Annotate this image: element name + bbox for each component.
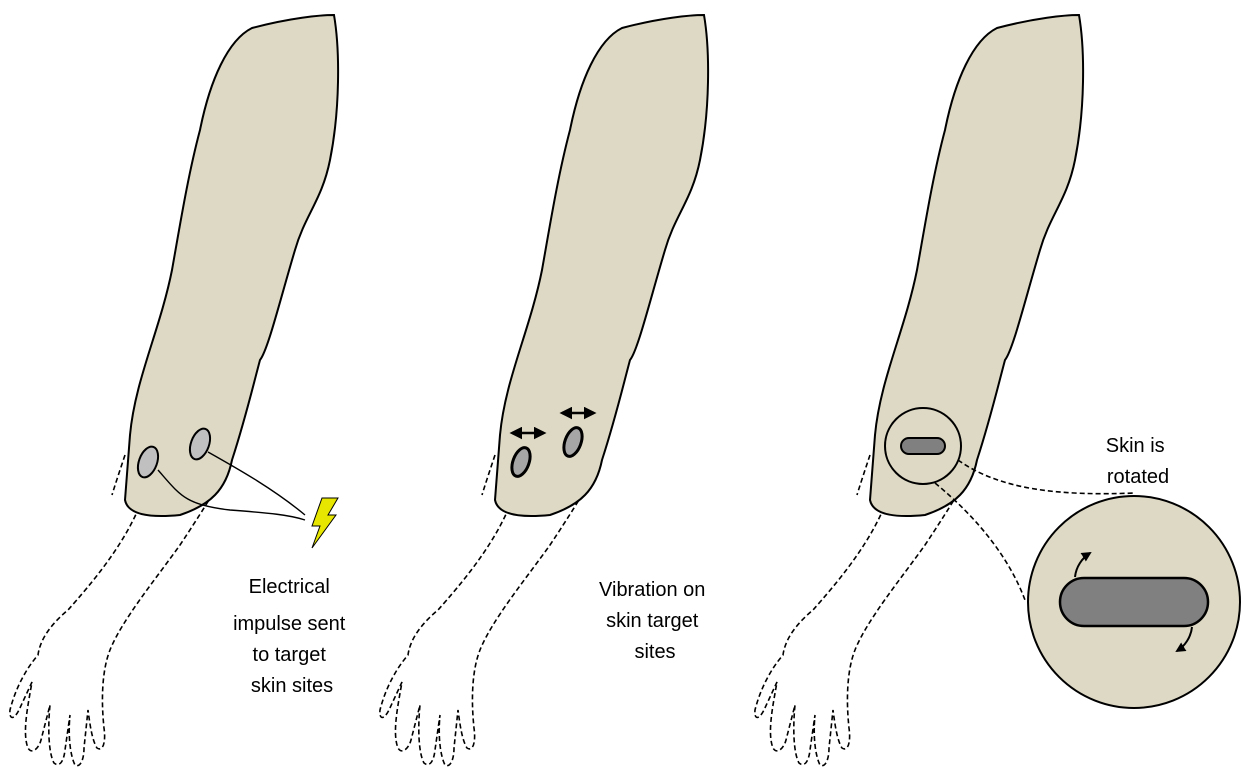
label-vibration: Vibration on skin target sites bbox=[599, 579, 711, 663]
upper-arm bbox=[495, 15, 708, 516]
panel-electrical: Electrical impulse sent to target skin s… bbox=[10, 15, 351, 766]
upper-arm bbox=[125, 15, 338, 516]
lightning-bolt-icon bbox=[312, 498, 338, 548]
panel-vibration: Vibration on skin target sites bbox=[380, 15, 711, 766]
label-rotation: Skin is rotated bbox=[1106, 435, 1170, 488]
tactor-large bbox=[1060, 578, 1208, 626]
panel-rotation: Skin is rotated bbox=[755, 15, 1240, 766]
label-electrical: Electrical impulse sent to target skin s… bbox=[233, 576, 351, 697]
tactor-small bbox=[901, 438, 945, 454]
